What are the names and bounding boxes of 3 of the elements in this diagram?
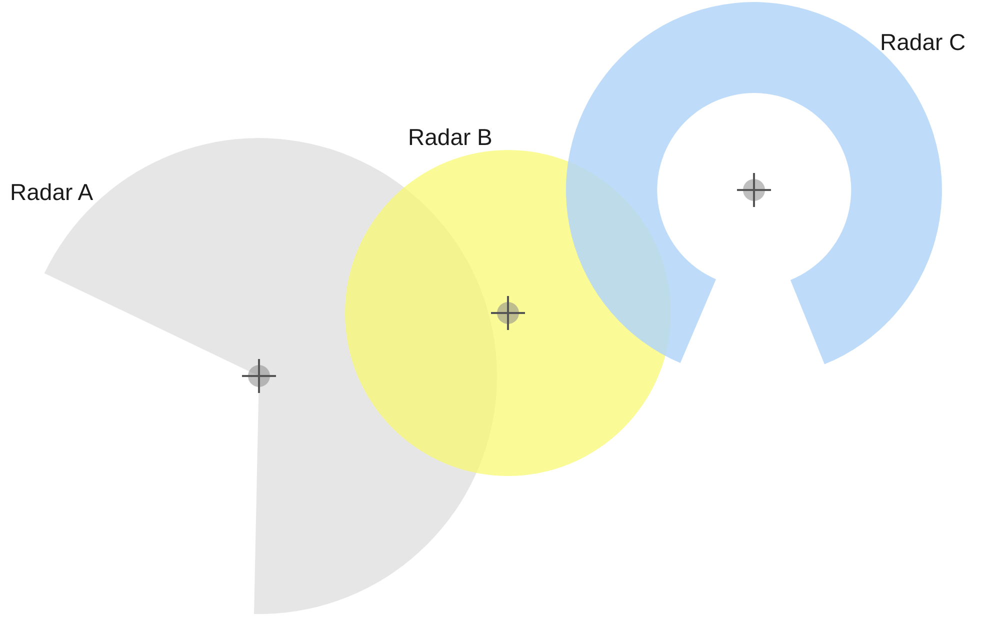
radar-label: Radar A bbox=[10, 178, 94, 206]
radar-label: Radar B bbox=[408, 123, 492, 151]
radar-label: Radar C bbox=[880, 28, 966, 56]
